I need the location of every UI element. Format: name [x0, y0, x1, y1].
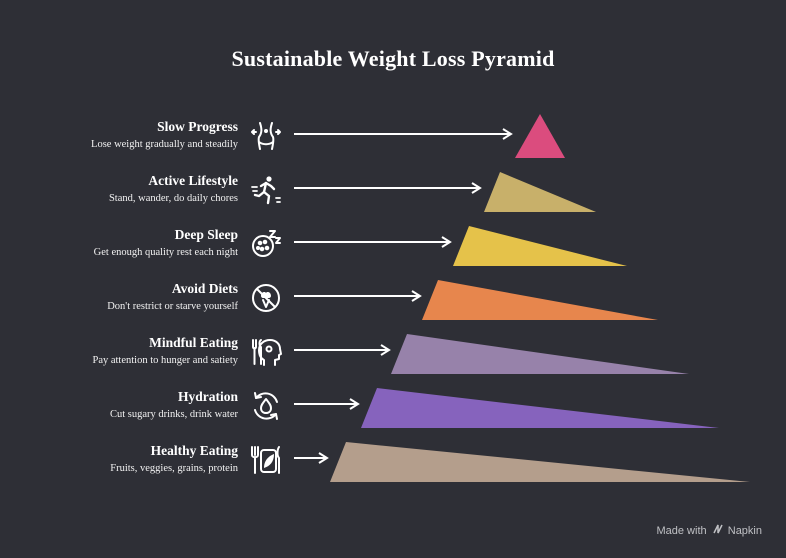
level-title: Slow Progress	[157, 119, 238, 134]
napkin-logo-icon	[713, 524, 723, 537]
level-title: Avoid Diets	[171, 281, 238, 296]
pyramid-level-7	[330, 442, 750, 482]
sleep-icon	[250, 228, 282, 260]
level-description: Cut sugary drinks, drink water	[109, 409, 238, 420]
level-title: Mindful Eating	[149, 335, 238, 350]
page-title: Sustainable Weight Loss Pyramid	[231, 46, 555, 71]
napkin-credit: Made with Napkin	[656, 524, 762, 537]
level-description: Pay attention to hunger and satiety	[92, 355, 238, 366]
pyramid-level-3	[453, 226, 627, 266]
credit-prefix: Made with	[656, 525, 707, 537]
mindful-head-icon	[250, 336, 282, 368]
level-description: Lose weight gradually and steadily	[91, 139, 238, 150]
level-row-active-lifestyle: Active Lifestyle Stand, wander, do daily…	[0, 166, 786, 216]
waist-measure-icon	[250, 120, 282, 152]
level-row-hydration: Hydration Cut sugary drinks, drink water	[0, 382, 786, 432]
level-row-deep-sleep: Deep Sleep Get enough quality rest each …	[0, 220, 786, 270]
pyramid-level-6	[361, 388, 719, 428]
level-title: Hydration	[177, 389, 238, 404]
level-title: Active Lifestyle	[148, 173, 238, 188]
no-food-icon	[250, 282, 282, 314]
running-person-icon	[250, 174, 282, 206]
pyramid-level-2	[484, 172, 596, 212]
water-cycle-icon	[250, 390, 282, 422]
utensils-leaf-icon	[250, 444, 282, 476]
pyramid-level-5	[391, 334, 689, 374]
level-row-avoid-diets: Avoid Diets Don't restrict or starve you…	[0, 274, 786, 324]
pyramid-level-1	[515, 114, 565, 158]
level-description: Stand, wander, do daily chores	[108, 193, 238, 204]
level-row-mindful-eating: Mindful Eating Pay attention to hunger a…	[0, 328, 786, 378]
credit-brand: Napkin	[727, 525, 762, 537]
level-description: Get enough quality rest each night	[93, 247, 238, 258]
level-title: Healthy Eating	[150, 443, 238, 458]
pyramid-level-4	[422, 280, 658, 320]
level-description: Don't restrict or starve yourself	[107, 301, 238, 312]
level-title: Deep Sleep	[174, 227, 238, 242]
level-row-slow-progress: Slow Progress Lose weight gradually and …	[0, 112, 786, 162]
level-description: Fruits, veggies, grains, protein	[110, 463, 238, 474]
level-row-healthy-eating: Healthy Eating Fruits, veggies, grains, …	[0, 436, 786, 486]
